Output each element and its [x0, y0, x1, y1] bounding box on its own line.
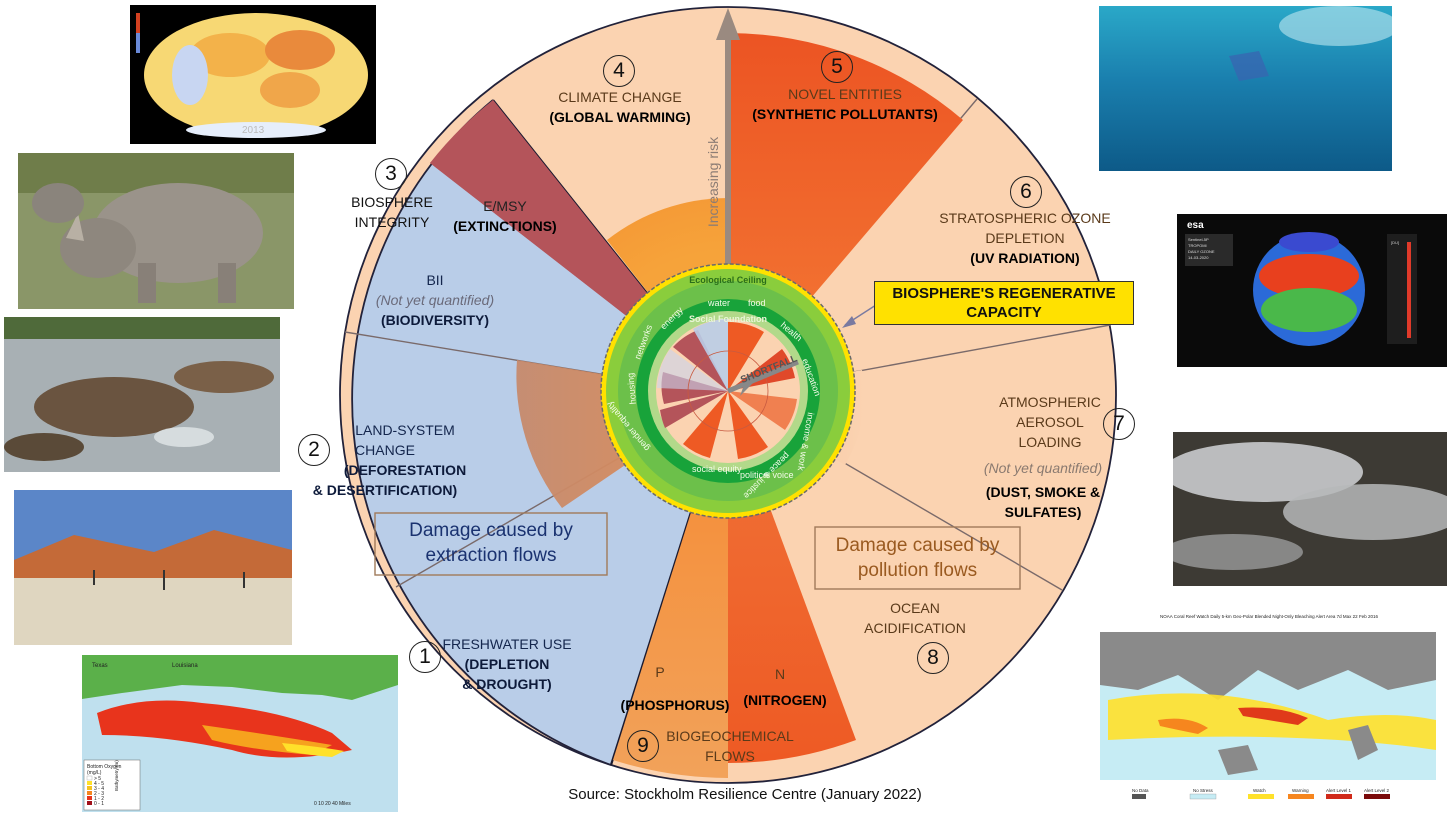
bii-label: BII (Not yet quantified) (BIODIVERSITY): [375, 272, 495, 328]
svg-text:Alert Level 2: Alert Level 2: [1364, 788, 1390, 793]
svg-text:2013: 2013: [242, 125, 265, 136]
svg-text:water: water: [707, 298, 730, 308]
land-system-label: LAND-SYSTEM CHANGE (DEFORESTATION & DESE…: [312, 422, 467, 498]
boundary-2-number: 2: [298, 434, 330, 466]
svg-text:NOAA Coral Reef Watch Daily 5-: NOAA Coral Reef Watch Daily 5-km Geo-Pol…: [1160, 614, 1378, 619]
dead-zone-map: Texas Louisiana Bottom Oxygen (mg/L) > 5…: [82, 655, 398, 812]
svg-text:No Data: No Data: [1132, 788, 1149, 793]
boundary-8-number: 8: [917, 642, 949, 674]
svg-text:14-03-2020: 14-03-2020: [1188, 255, 1209, 260]
esa-ozone-photo: esa Sentinel-5P TROPOMI DAILY OZONE 14-0…: [1177, 214, 1447, 367]
svg-text:Texas: Texas: [92, 663, 108, 669]
boundary-9-number: 9: [627, 730, 659, 762]
increasing-risk-label: Increasing risk: [705, 136, 721, 227]
svg-text:4 - 5: 4 - 5: [94, 781, 104, 787]
ozone-label: STRATOSPHERIC OZONE DEPLETION (UV RADIAT…: [939, 210, 1111, 266]
underwater-photo: [1099, 6, 1392, 171]
boundary-3-number: 3: [375, 158, 407, 190]
svg-text:esa: esa: [1187, 220, 1204, 231]
svg-text:Sentinel-5P: Sentinel-5P: [1188, 237, 1209, 242]
extinctions-label: E/MSY (EXTINCTIONS): [453, 198, 557, 234]
boundary-7-number: 7: [1103, 408, 1135, 440]
svg-text:housing: housing: [625, 372, 638, 404]
regenerative-capacity-box: BIOSPHERE'S REGENERATIVE CAPACITY: [874, 281, 1134, 325]
rhino-photo: [18, 153, 294, 309]
svg-text:Alert Level 1: Alert Level 1: [1326, 788, 1352, 793]
boundary-6-number: 6: [1010, 176, 1042, 208]
desert-photo: [14, 490, 292, 645]
svg-text:Watch: Watch: [1253, 788, 1266, 793]
pollution-box-frame: [814, 526, 1021, 590]
ocean-acidification-label: OCEAN ACIDIFICATION: [864, 600, 966, 636]
biosphere-integrity-label: BIOSPHERE INTEGRITY: [351, 194, 433, 230]
svg-text:0 10 20 40 Miles: 0 10 20 40 Miles: [314, 801, 351, 807]
extraction-sector-edge: [351, 99, 612, 766]
svg-text:0 - 1: 0 - 1: [94, 801, 104, 807]
svg-text:No Stress: No Stress: [1193, 788, 1214, 793]
smoke-photo: [1173, 432, 1447, 586]
doughnut: SHORTFALL Ecological Ceiling Social Foun…: [600, 263, 856, 519]
biogeochemical-label: BIOGEOCHEMICAL FLOWS: [666, 728, 794, 764]
climate-change-label: CLIMATE CHANGE (GLOBAL WARMING): [549, 89, 691, 125]
svg-text:social equity: social equity: [692, 464, 742, 474]
freshwater-label: FRESHWATER USE (DEPLETION & DROUGHT): [442, 636, 572, 692]
increasing-risk-arrowhead: [716, 8, 740, 40]
svg-text:> 5: > 5: [94, 776, 101, 782]
extraction-box-frame: [374, 512, 608, 576]
phosphorus-label: (PHOSPHORUS): [620, 697, 730, 713]
svg-text:Bottom Oxygen: Bottom Oxygen: [87, 764, 122, 770]
phosphorus-p: P: [655, 664, 665, 680]
svg-text:political voice: political voice: [740, 470, 794, 480]
novel-entities-label: NOVEL ENTITIES (SYNTHETIC POLLUTANTS): [752, 86, 938, 122]
svg-text:TROPOMI: TROPOMI: [1188, 243, 1207, 248]
svg-text:1 - 2: 1 - 2: [94, 796, 104, 802]
ecological-ceiling-label: Ecological Ceiling: [689, 275, 767, 285]
svg-text:food: food: [748, 298, 766, 308]
nitrogen-label: (NITROGEN): [743, 692, 827, 708]
temperature-map-photo: 2013: [130, 5, 376, 144]
svg-text:[DU]: [DU]: [1391, 240, 1399, 245]
svg-text:(mg/L): (mg/L): [87, 770, 102, 776]
svg-text:2 - 3: 2 - 3: [94, 791, 104, 797]
svg-text:Bathymetry (m): Bathymetry (m): [114, 760, 119, 791]
social-foundation-label: Social Foundation: [689, 314, 767, 324]
aerosol-label: ATMOSPHERIC AEROSOL LOADING: [999, 394, 1101, 450]
aerosol-sub-label: (Not yet quantified) (DUST, SMOKE & SULF…: [983, 460, 1103, 520]
svg-text:Warning: Warning: [1292, 788, 1309, 793]
pollution-damage-box: Damage caused by pollution flows: [835, 535, 1000, 581]
noaa-coral-map: NOAA Coral Reef Watch Daily 5-km Geo-Pol…: [1098, 610, 1440, 806]
nitrogen-n: N: [774, 666, 786, 682]
extraction-damage-box: Damage caused by extraction flows: [409, 520, 573, 566]
boundary-1-number: 1: [409, 641, 441, 673]
boundary-4-number: 4: [603, 55, 635, 87]
svg-text:DAILY OZONE: DAILY OZONE: [1188, 249, 1215, 254]
deforestation-photo: [4, 317, 280, 472]
svg-text:Louisiana: Louisiana: [172, 663, 198, 669]
boundary-5-number: 5: [821, 51, 853, 83]
svg-text:3 - 4: 3 - 4: [94, 786, 104, 792]
source-caption: Source: Stockholm Resilience Centre (Jan…: [568, 786, 922, 803]
